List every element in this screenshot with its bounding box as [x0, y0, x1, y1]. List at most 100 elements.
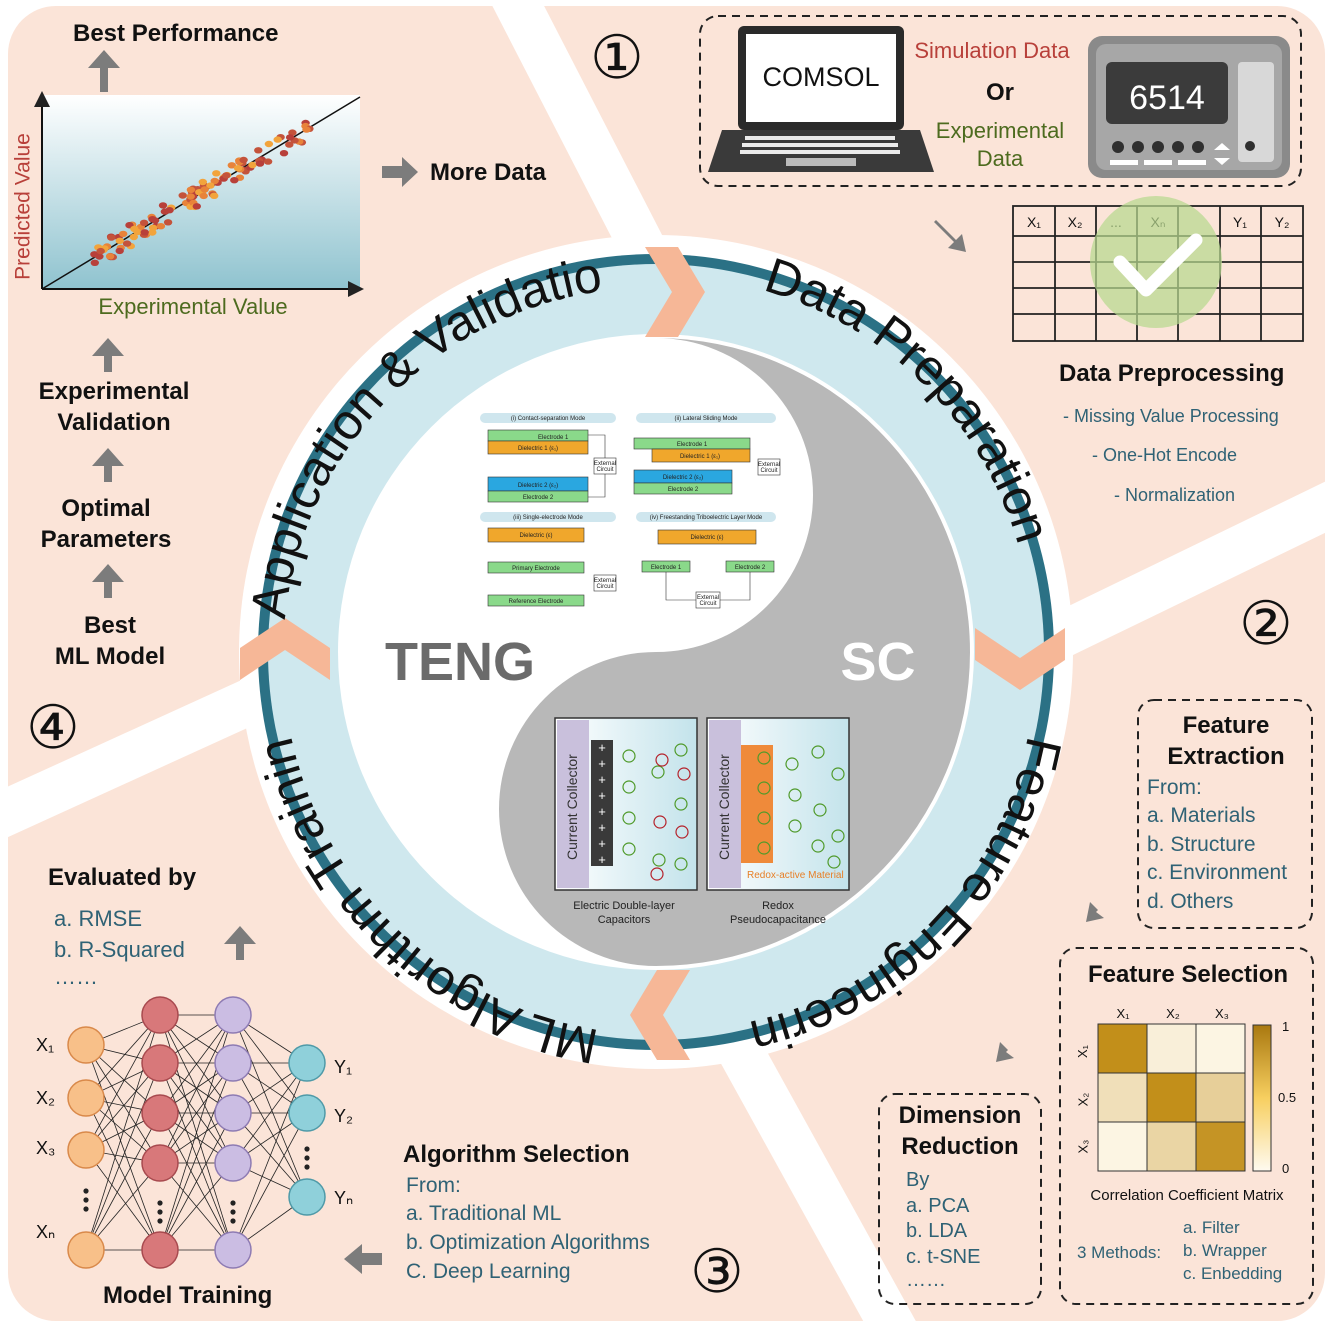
- nn-node: [141, 1144, 179, 1182]
- heatmap-cell: [1195, 1023, 1246, 1074]
- scatter-point: [273, 136, 282, 143]
- nn-ellipsis-dot: [157, 1200, 163, 1206]
- colorbar-tick: 0.5: [1278, 1090, 1297, 1105]
- optimal-parameters-label: Optimal: [61, 495, 151, 522]
- dimension-reduction-item: a. PCA: [906, 1195, 970, 1217]
- parity-plot: [34, 91, 364, 297]
- optimal-parameters-label: Parameters: [40, 526, 172, 553]
- scatter-point: [285, 134, 295, 141]
- nn-connection: [85, 1062, 161, 1251]
- algorithm-item: a. Traditional ML: [406, 1202, 562, 1225]
- scatter-point: [198, 178, 207, 186]
- model-training-label: Model Training: [103, 1282, 273, 1309]
- nn-connection: [85, 1097, 161, 1251]
- feature-extraction-title: Extraction: [1167, 743, 1285, 770]
- scatter-point: [230, 177, 239, 184]
- algorithm-item: b. Optimization Algorithms: [406, 1231, 650, 1254]
- scatter-point: [148, 224, 158, 231]
- dimension-reduction-title: Reduction: [901, 1133, 1019, 1160]
- scatter-point: [129, 233, 138, 241]
- check-mark-icon: [1113, 233, 1203, 297]
- table-header: Y₂: [1275, 214, 1290, 230]
- nn-node: [214, 1144, 252, 1182]
- nn-connection: [159, 1014, 234, 1164]
- svg-text:Primary Electrode: Primary Electrode: [512, 566, 560, 572]
- heatmap-cell: [1146, 1072, 1197, 1123]
- evaluated-by-title: Evaluated by: [48, 864, 197, 891]
- heatmap-cell: [1097, 1121, 1148, 1172]
- left-arrow-icon: [344, 1244, 382, 1274]
- nn-input-label: X₃: [36, 1138, 56, 1158]
- nn-node: [141, 996, 179, 1034]
- feature-extraction-item: c. Environment: [1147, 861, 1288, 884]
- nn-node: [67, 1131, 105, 1169]
- scatter-point: [288, 129, 297, 136]
- nn-ellipsis-dot: [304, 1164, 310, 1170]
- matrix-col-label: X₁: [1116, 1006, 1130, 1021]
- scatter-point: [148, 216, 157, 223]
- experimental-validation-label: Validation: [57, 409, 171, 436]
- nn-ellipsis-dot: [83, 1206, 89, 1212]
- best-ml-model-label: ML Model: [54, 643, 166, 670]
- svg-text:+: +: [598, 852, 606, 867]
- sc-label: SC: [840, 632, 915, 692]
- q3-graphics: [67, 926, 382, 1274]
- nn-connection: [159, 1062, 234, 1251]
- scatter-point: [163, 219, 173, 226]
- scatter-point: [200, 186, 209, 193]
- nn-ellipsis-dot: [83, 1197, 89, 1203]
- feature-extraction-item: d. Others: [1147, 890, 1234, 913]
- scatter-point: [186, 193, 195, 200]
- sc-schematic: Current Collector +++ +++ ++ Current Col…: [554, 717, 850, 926]
- algorithm-from: From:: [406, 1174, 461, 1197]
- svg-text:Dielectric 2 (ε₂): Dielectric 2 (ε₂): [518, 483, 558, 489]
- step-number-4: ④: [26, 694, 80, 761]
- matrix-caption: Correlation Coefficient Matrix: [1090, 1187, 1284, 1204]
- scatter-point: [199, 192, 208, 200]
- scatter-point: [133, 228, 142, 236]
- svg-text:+: +: [598, 804, 606, 819]
- step-number-1: ①: [590, 24, 644, 91]
- scatter-point: [248, 161, 257, 169]
- nn-connection: [85, 1062, 161, 1151]
- scatter-point: [165, 207, 174, 214]
- arrow-icon: [934, 220, 966, 252]
- svg-text:Reference Electrode: Reference Electrode: [509, 599, 564, 605]
- best-performance-label: Best Performance: [73, 20, 279, 47]
- up-arrow-icon: [88, 50, 120, 92]
- svg-text:Electrode 1: Electrode 1: [651, 565, 682, 571]
- nn-connection: [85, 1149, 161, 1251]
- teng-mode-label: (ii) Lateral Sliding Mode: [674, 416, 738, 422]
- scatter-points: [90, 119, 314, 266]
- experimental-data-label: Data: [976, 146, 1024, 171]
- nn-input-label: X₁: [36, 1035, 55, 1055]
- x-axis-label: Experimental Value: [98, 294, 288, 319]
- scatter-point: [107, 234, 116, 241]
- scatter-point: [140, 229, 149, 236]
- svg-text:Dielectric 1 (ε₁): Dielectric 1 (ε₁): [680, 454, 720, 460]
- feature-extraction-box: [1137, 699, 1313, 929]
- metric-item: b. R-Squared: [54, 937, 185, 962]
- nn-node: [288, 1044, 326, 1082]
- nn-ellipsis-dot: [304, 1155, 310, 1161]
- nn-output-label: Y₂: [334, 1106, 353, 1126]
- scatter-point: [139, 219, 149, 226]
- sc-caption: Electric Double-layer: [573, 900, 675, 912]
- svg-text:External: External: [594, 461, 616, 467]
- table-header: X₁: [1027, 214, 1041, 230]
- teng-modes-schematic: (i) Contact-separation Mode (ii) Lateral…: [480, 413, 781, 609]
- correlation-heatmap: [1097, 1023, 1246, 1172]
- heatmap-cell: [1195, 1072, 1246, 1123]
- nn-node: [67, 1026, 105, 1064]
- nn-node: [141, 1094, 179, 1132]
- q4-graphics: [34, 50, 418, 598]
- nn-input-label: X₂: [36, 1088, 55, 1108]
- down-left-arrow-icon: [996, 1030, 1028, 1062]
- method-item: a. Filter: [1183, 1218, 1240, 1237]
- feature-extraction-item: b. Structure: [1147, 833, 1256, 856]
- heatmap-colorbar: [1252, 1024, 1272, 1172]
- nn-node: [67, 1231, 105, 1269]
- nn-ellipsis-dot: [230, 1209, 236, 1215]
- feature-selection-box: [1059, 947, 1314, 1305]
